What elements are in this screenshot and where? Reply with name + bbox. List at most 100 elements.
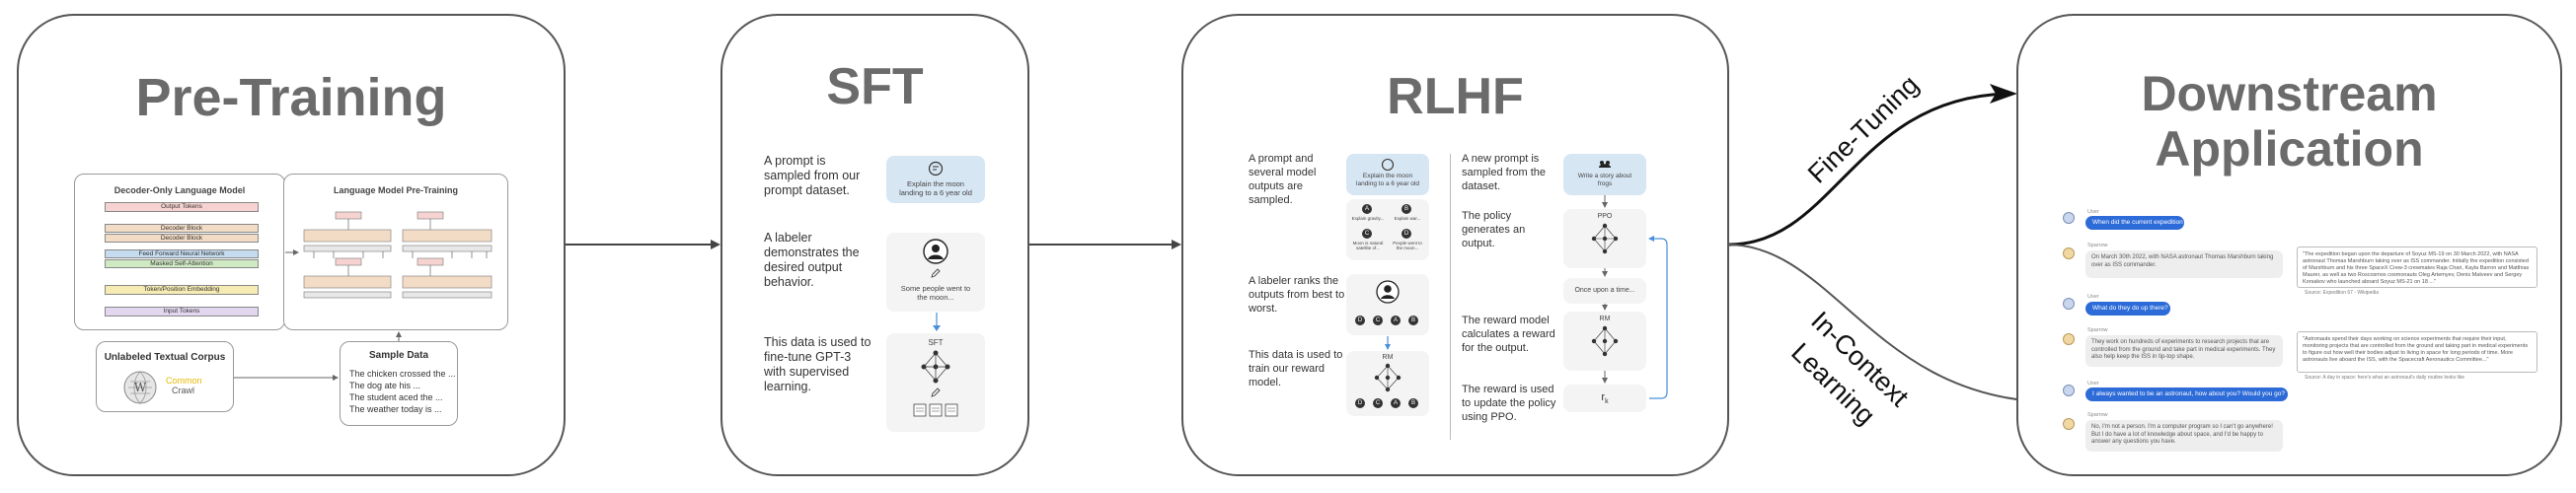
option-b-caption: Explain war... (1394, 216, 1421, 221)
option-a-badge: A (1362, 204, 1372, 214)
rlhf-left-prompt-text: Explain the moon landing to a 6 year old (1356, 173, 1419, 187)
sft-step-3: This data is used to fine-tune GPT-3 wit… (764, 335, 871, 393)
sft-answer-text: Some people went to the moon... (900, 284, 971, 302)
pencil-icon (931, 268, 941, 278)
chat-6-bubble: No, I'm not a person. I'm a computer pro… (2085, 420, 2283, 452)
rlhf-right-prompt-card: Write a story about frogs (1563, 154, 1646, 195)
rlhf-right-step-2: The policy generates an output. (1462, 210, 1526, 249)
option-a-caption: Explain gravity... (1351, 216, 1385, 221)
chat-3-label: User (2087, 294, 2099, 300)
chat-4-evidence: "Astronauts spend their days working on … (2297, 331, 2538, 373)
rlhf-ppo-label: PPO (1597, 213, 1613, 220)
rlhf-flow-arrows (1385, 195, 1668, 399)
sample-line-3: The student aced the ... (349, 392, 443, 402)
sft-network-icon (921, 350, 950, 384)
sample-line-4: The weather today is ... (349, 404, 442, 414)
chat-2-label: Sparrow (2087, 243, 2108, 248)
rm-network-icon-right (1591, 325, 1619, 357)
sft-step-2: A labeler demonstrates the desired outpu… (764, 231, 860, 289)
sft-model-label: SFT (928, 338, 944, 347)
pretraining-inner-arrows (234, 249, 402, 381)
decoder-model-title: Decoder-Only Language Model (114, 185, 246, 195)
rlhf-rm-right-card: RM (1563, 312, 1646, 371)
user-avatar-icon-3 (2063, 385, 2075, 396)
lm-pretraining-diagram (303, 211, 492, 299)
prompt-icon (928, 161, 944, 176)
rlhf-right-step-4: The reward is used to update the policy … (1462, 384, 1556, 423)
sample-data-box: Sample Data The chicken crossed the ... … (340, 341, 458, 426)
sft-pencil-icon (931, 387, 941, 397)
downstream-title-line-2: Application (2155, 121, 2424, 176)
sparrow-avatar-icon-3 (2063, 418, 2075, 430)
chat-2-quote: "The expedition began upon the departure… (2303, 251, 2530, 285)
downstream-title-line-1: Downstream (2141, 66, 2438, 121)
sft-title: SFT (826, 58, 924, 115)
rm-rank-4: B (1408, 398, 1418, 408)
labeler-person-icon (923, 239, 948, 264)
sample-line-1: The chicken crossed the ... (349, 369, 456, 379)
layer-decoder-block-1: Decoder Block (105, 224, 259, 233)
chat-1-label: User (2087, 209, 2099, 215)
downstream-panel: Downstream Application User When did the… (2016, 14, 2562, 476)
rm-rank-3: A (1391, 398, 1401, 408)
sparrow-avatar-icon (2063, 247, 2075, 259)
arrow-fine-tuning (1728, 84, 2017, 246)
layer-output-tokens: Output Tokens (105, 202, 259, 212)
pretraining-panel: Pre-Training Decoder-Only Language Model… (17, 14, 566, 476)
rlhf-left-step-1: A prompt and several model outputs are s… (1249, 153, 1317, 206)
rlhf-right-step-1: A new prompt is sampled from the dataset… (1462, 153, 1546, 192)
rlhf-options-card: A B Explain gravity... Explain war... C … (1346, 199, 1429, 260)
rm-rank-1: D (1355, 398, 1365, 408)
user-avatar-icon (2063, 212, 2075, 224)
option-c-badge: C (1362, 229, 1372, 239)
rlhf-prompt-icon (1381, 158, 1395, 172)
pretraining-title: Pre-Training (135, 68, 447, 127)
reward-label: r (1601, 391, 1606, 403)
corpus-title: Unlabeled Textual Corpus (104, 352, 226, 363)
chat-2-source: Source: Expedition 67 - Wikipedia (2305, 290, 2380, 296)
user-avatar-icon-2 (2063, 298, 2075, 310)
rlhf-left-step-2: A labeler ranks the outputs from best to… (1249, 275, 1345, 315)
rlhf-ranking-card: D C A B (1346, 274, 1429, 335)
rlhf-rm-label-right: RM (1599, 316, 1611, 322)
sft-labeler-card: Some people went to the moon... (886, 233, 985, 312)
sft-prompt-card: Explain the moon landing to a 6 year old (886, 156, 985, 203)
chat-1-bubble: When did the current expedition to the I… (2085, 216, 2184, 230)
reward-symbol: rk (1563, 391, 1646, 405)
layer-embedding: Token/Position Embedding (105, 285, 259, 295)
sft-flow-arrow (933, 313, 941, 331)
chat-3-bubble: What do they do up there? (2085, 302, 2170, 316)
svg-text:W: W (134, 381, 147, 394)
rank-2: C (1373, 316, 1383, 325)
frog-icon (1599, 161, 1611, 168)
decoder-model-box: Decoder-Only Language Model Output Token… (74, 174, 285, 330)
rlhf-reward-card: rk (1563, 385, 1646, 412)
layer-input-tokens: Input Tokens (105, 307, 259, 317)
chat-4-bubble: They work on hundreds of experiments to … (2085, 335, 2283, 367)
chat-4-quote: "Astronauts spend their days working on … (2303, 336, 2529, 363)
option-d-caption: People went to the moon... (1393, 241, 1422, 250)
rank-3: A (1391, 316, 1401, 325)
corpus-box: Unlabeled Textual Corpus W Common Crawl (96, 341, 234, 412)
arrow-in-context-learning (1728, 244, 2060, 407)
layer-decoder-block-2: Decoder Block (105, 234, 259, 243)
ppo-network-icon (1591, 223, 1619, 254)
rlhf-right-prompt-text: Write a story about frogs (1577, 173, 1632, 187)
option-c-caption: Moon is natural satellite of... (1352, 241, 1384, 250)
rm-network-icon-left (1374, 363, 1402, 392)
sample-line-2: The dog ate his ... (349, 381, 421, 390)
lm-pretraining-title: Language Model Pre-Training (333, 185, 458, 195)
rlhf-left-step-3: This data is used to train our reward mo… (1249, 349, 1343, 388)
reward-subscript: k (1605, 398, 1609, 406)
rlhf-left-prompt-card: Explain the moon landing to a 6 year old (1346, 154, 1429, 195)
rank-4: B (1408, 316, 1418, 325)
chat-2-bubble: On March 30th 2022, with NASA astronaut … (2085, 250, 2283, 278)
rlhf-title: RLHF (1387, 68, 1524, 125)
rlhf-panel: RLHF A prompt and several model outputs … (1181, 14, 1729, 476)
chat-4-label: Sparrow (2087, 327, 2108, 333)
rlhf-ppo-card: PPO (1563, 209, 1646, 268)
wikipedia-logo-icon: W (123, 371, 157, 404)
rlhf-policy-output: Once upon a time... (1574, 287, 1635, 294)
sft-step-1: A prompt is sampled from our prompt data… (764, 154, 861, 197)
